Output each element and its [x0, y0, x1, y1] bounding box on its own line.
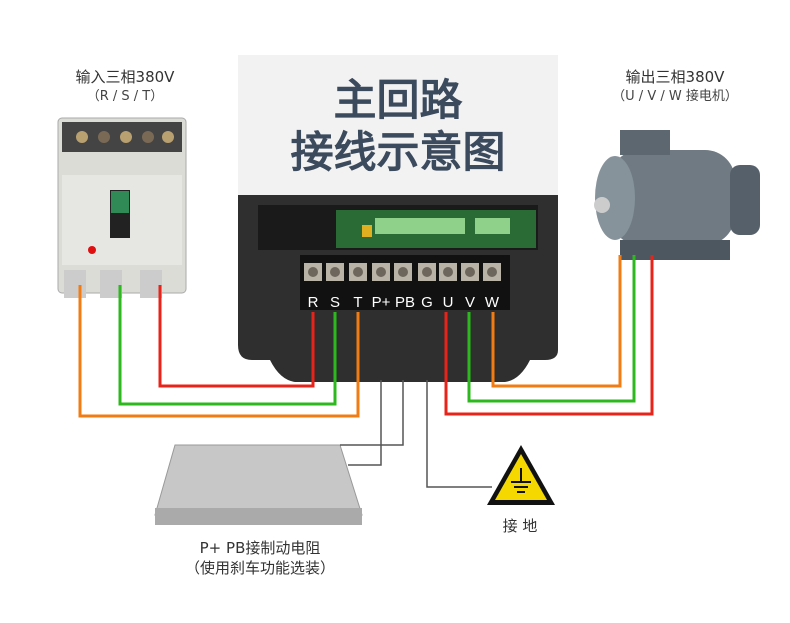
output-label: 输出三相380V （U / V / W 接电机） — [580, 67, 770, 107]
wire-s — [118, 285, 337, 406]
terminal-label: W — [485, 294, 500, 311]
wire-r — [158, 285, 315, 388]
input-title: 输入三相380V — [75, 68, 175, 86]
wire-t — [78, 285, 360, 418]
resistor-label: P+ PB接制动电阻 （使用刹车功能选装） — [150, 538, 370, 578]
terminal-label: T — [353, 294, 362, 311]
terminal-label: S — [330, 294, 340, 311]
terminal-label: V — [465, 294, 475, 311]
screw-head-icon — [398, 267, 408, 277]
wires — [78, 255, 654, 488]
screw-head-icon — [422, 267, 432, 277]
terminal-label: U — [443, 294, 454, 311]
wire-u — [444, 255, 654, 416]
input-subtitle: （R / S / T） — [86, 89, 164, 104]
input-label: 输入三相380V （R / S / T） — [40, 67, 210, 107]
brake-resistor — [154, 444, 363, 525]
screw-head-icon — [376, 267, 386, 277]
screw-head-icon — [465, 267, 475, 277]
terminal-block: R S T P+ PB G U V W — [304, 263, 501, 311]
screw-head-icon — [353, 267, 363, 277]
terminal-label: G — [421, 294, 433, 311]
screw-head-icon — [308, 267, 318, 277]
wire-p — [348, 380, 382, 466]
resistor-title: P+ PB接制动电阻 — [199, 539, 321, 557]
terminal-label: R — [308, 294, 319, 311]
inverter-body — [238, 195, 558, 382]
terminal-label: P+ — [372, 294, 391, 311]
wire-g — [426, 380, 492, 488]
terminal-label: PB — [395, 294, 415, 311]
ground-label: 接 地 — [502, 517, 538, 535]
wire-w — [491, 255, 622, 388]
output-title: 输出三相380V — [625, 68, 725, 86]
screw-head-icon — [330, 267, 340, 277]
ground-warning-icon — [487, 445, 555, 505]
page-title: 主回路 接线示意图 — [238, 55, 558, 195]
circuit-breaker — [57, 117, 187, 298]
title-line1: 主回路 — [333, 76, 463, 126]
output-subtitle: （U / V / W 接电机） — [612, 89, 738, 104]
wire-pb — [340, 380, 404, 446]
resistor-subtitle: （使用刹车功能选装） — [184, 559, 335, 577]
title-line2: 接线示意图 — [290, 128, 506, 178]
wire-v — [467, 255, 636, 403]
screw-head-icon — [487, 267, 497, 277]
motor — [594, 130, 760, 260]
screw-head-icon — [443, 267, 453, 277]
